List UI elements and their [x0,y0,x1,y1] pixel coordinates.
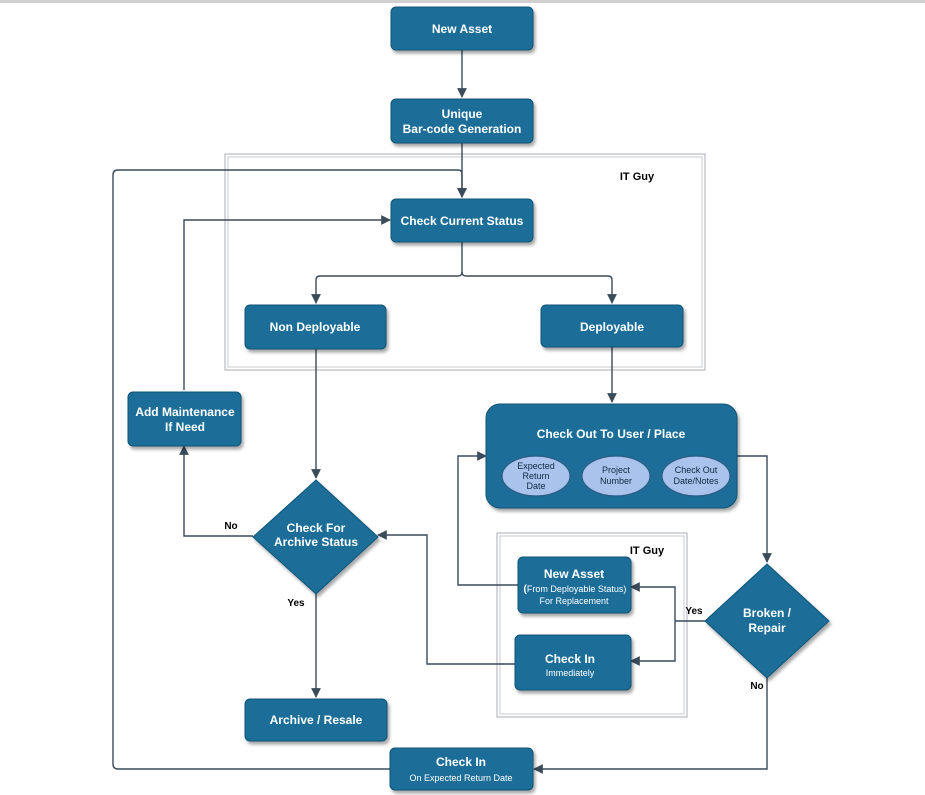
svg-text:Date/Notes: Date/Notes [673,476,719,486]
svg-text:Return: Return [522,471,549,481]
node-non-deployable[interactable]: Non Deployable [244,304,387,350]
node-new-asset[interactable]: New Asset [390,6,534,51]
svg-text:New Asset: New Asset [544,567,604,581]
edge-label-no: No [224,521,237,532]
edge-broken-yes-to-checkin [630,621,676,666]
node-check-archive-status[interactable]: Check For Archive Status [252,479,379,595]
edge-replacement-to-checkout [457,451,518,586]
svg-text:Check In: Check In [545,652,595,666]
svg-text:Bar-code Generation: Bar-code Generation [403,122,522,136]
svg-text:Immediately: Immediately [546,668,595,678]
svg-text:Expected: Expected [517,461,555,471]
node-broken-repair[interactable]: Broken / Repair [704,563,830,679]
node-check-in-return-date[interactable]: Check In On Expected Return Date [389,747,534,791]
svg-text:Number: Number [600,476,632,486]
edge-status-to-non-deployable [311,242,463,304]
svg-text:Project: Project [602,465,631,475]
edge-checkin-return-to-status [112,169,467,770]
edge-label-yes: Yes [685,606,703,617]
oval-check-out-notes: Check Out Date/Notes [661,455,731,497]
node-replacement-asset[interactable]: New Asset (From Deployable Status) For R… [517,556,632,614]
svg-text:Unique: Unique [442,107,483,121]
edge-checkout-to-broken [737,455,772,563]
svg-text:Check Out To User / Place: Check Out To User / Place [537,427,686,441]
node-check-out[interactable]: Check Out To User / Place Expected Retur… [485,403,738,509]
svg-text:Check Out: Check Out [675,465,718,475]
svg-text:If Need: If Need [165,420,205,434]
svg-text:Archive / Resale: Archive / Resale [270,713,363,727]
edge-label-yes: Yes [287,598,305,609]
svg-text:Check In: Check In [436,755,486,769]
node-deployable[interactable]: Deployable [540,304,684,348]
edge-maintenance-to-status [183,215,391,390]
node-check-current-status[interactable]: Check Current Status [390,198,534,243]
swimlane-it-guy-bottom: IT Guy [496,532,688,718]
node-add-maintenance[interactable]: Add Maintenance If Need [127,391,242,447]
swimlane-it-guy-top: IT Guy [224,153,706,371]
svg-text:Check For: Check For [287,521,346,535]
svg-text:Add Maintenance: Add Maintenance [135,405,235,419]
svg-text:Archive Status: Archive Status [274,535,358,549]
svg-text:New Asset: New Asset [432,22,492,36]
svg-text:For Replacement: For Replacement [539,596,609,606]
oval-project-number: Project Number [581,455,651,497]
svg-text:Repair: Repair [748,621,786,635]
svg-text:Broken /: Broken / [743,606,792,620]
edge-archive-no-to-maintenance [179,445,253,537]
edge-status-to-deployable [461,271,617,304]
edge-broken-no-to-checkin-return [533,676,768,774]
edges [112,50,772,774]
svg-text:Deployable: Deployable [580,320,644,334]
svg-text:Date: Date [526,481,545,491]
window-top-border [0,0,925,3]
swimlane-label: IT Guy [630,545,665,557]
svg-text:On Expected Return Date: On Expected Return Date [409,773,512,783]
node-archive-resale[interactable]: Archive / Resale [244,698,388,742]
edge-checkin-to-archive [377,530,515,665]
node-check-in-immediately[interactable]: Check In Immediately [514,634,632,691]
svg-text:Non Deployable: Non Deployable [270,320,361,334]
edge-broken-yes-to-replacement [630,582,676,621]
node-barcode-generation[interactable]: Unique Bar-code Generation [390,98,534,144]
swimlane-label: IT Guy [620,171,655,183]
svg-text:Check Current Status: Check Current Status [401,214,524,228]
edge-label-no: No [750,681,763,692]
svg-text:(From Deployable Status): (From Deployable Status) [524,584,627,595]
oval-expected-return-date: Expected Return Date [501,455,571,497]
